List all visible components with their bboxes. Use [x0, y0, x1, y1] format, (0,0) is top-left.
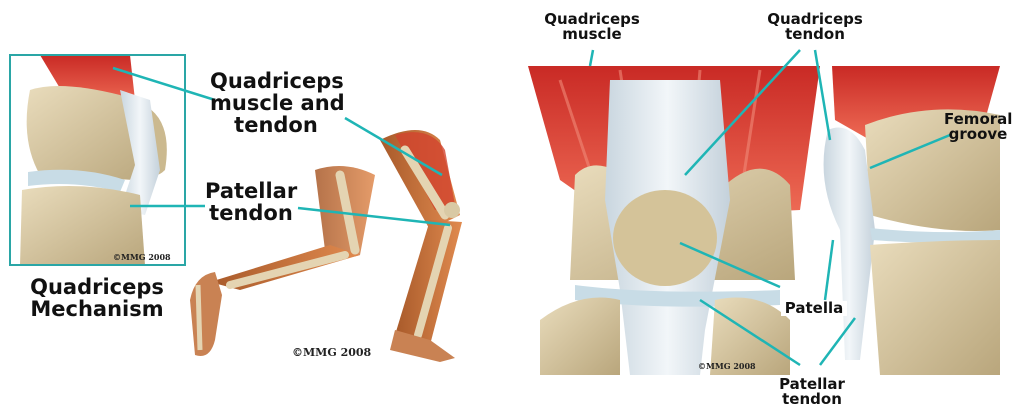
label-line: tendon: [765, 27, 865, 42]
label-line: tendon: [210, 114, 342, 136]
side-tibia: [870, 240, 1000, 375]
copyright-leg: ©MMG 2008: [292, 346, 371, 359]
label-patellar-tendon-right: Patellar tendon: [772, 377, 852, 407]
front-tibia: [540, 298, 620, 376]
title-quadriceps-mechanism: Quadriceps Mechanism: [22, 276, 172, 320]
title-line: Quadriceps: [22, 276, 172, 298]
label-femoral-groove: Femoral groove: [944, 112, 1012, 142]
label-quadriceps-muscle-tendon: Quadriceps muscle and tendon: [210, 70, 342, 136]
label-line: tendon: [772, 392, 852, 407]
front-patella: [613, 190, 717, 286]
leader-quad-tendon-side: [815, 50, 830, 140]
front-knee-patella: [444, 202, 460, 218]
leader-quad-muscle: [590, 50, 593, 66]
copyright-right: ©MMG 2008: [698, 361, 756, 371]
label-line: Patellar: [205, 180, 297, 202]
label-patellar-tendon-left: Patellar tendon: [205, 180, 297, 224]
front-shin: [395, 220, 462, 345]
front-knee-view: [528, 66, 820, 375]
label-quadriceps-tendon: Quadriceps tendon: [765, 12, 865, 42]
title-line: Mechanism: [22, 298, 172, 320]
label-line: muscle: [542, 27, 642, 42]
label-line: groove: [944, 127, 1012, 142]
copyright-inset: ©MMG 2008: [113, 252, 171, 262]
label-patella: Patella: [781, 301, 847, 316]
rear-foot: [190, 272, 222, 356]
label-line: muscle and: [210, 92, 342, 114]
label-quadriceps-muscle: Quadriceps muscle: [542, 12, 642, 42]
leg-illustration: [190, 130, 462, 362]
inset-knee-illustration: [10, 55, 185, 265]
leader-patella-side: [825, 240, 833, 300]
label-line: tendon: [205, 202, 297, 224]
label-line: Quadriceps: [210, 70, 342, 92]
